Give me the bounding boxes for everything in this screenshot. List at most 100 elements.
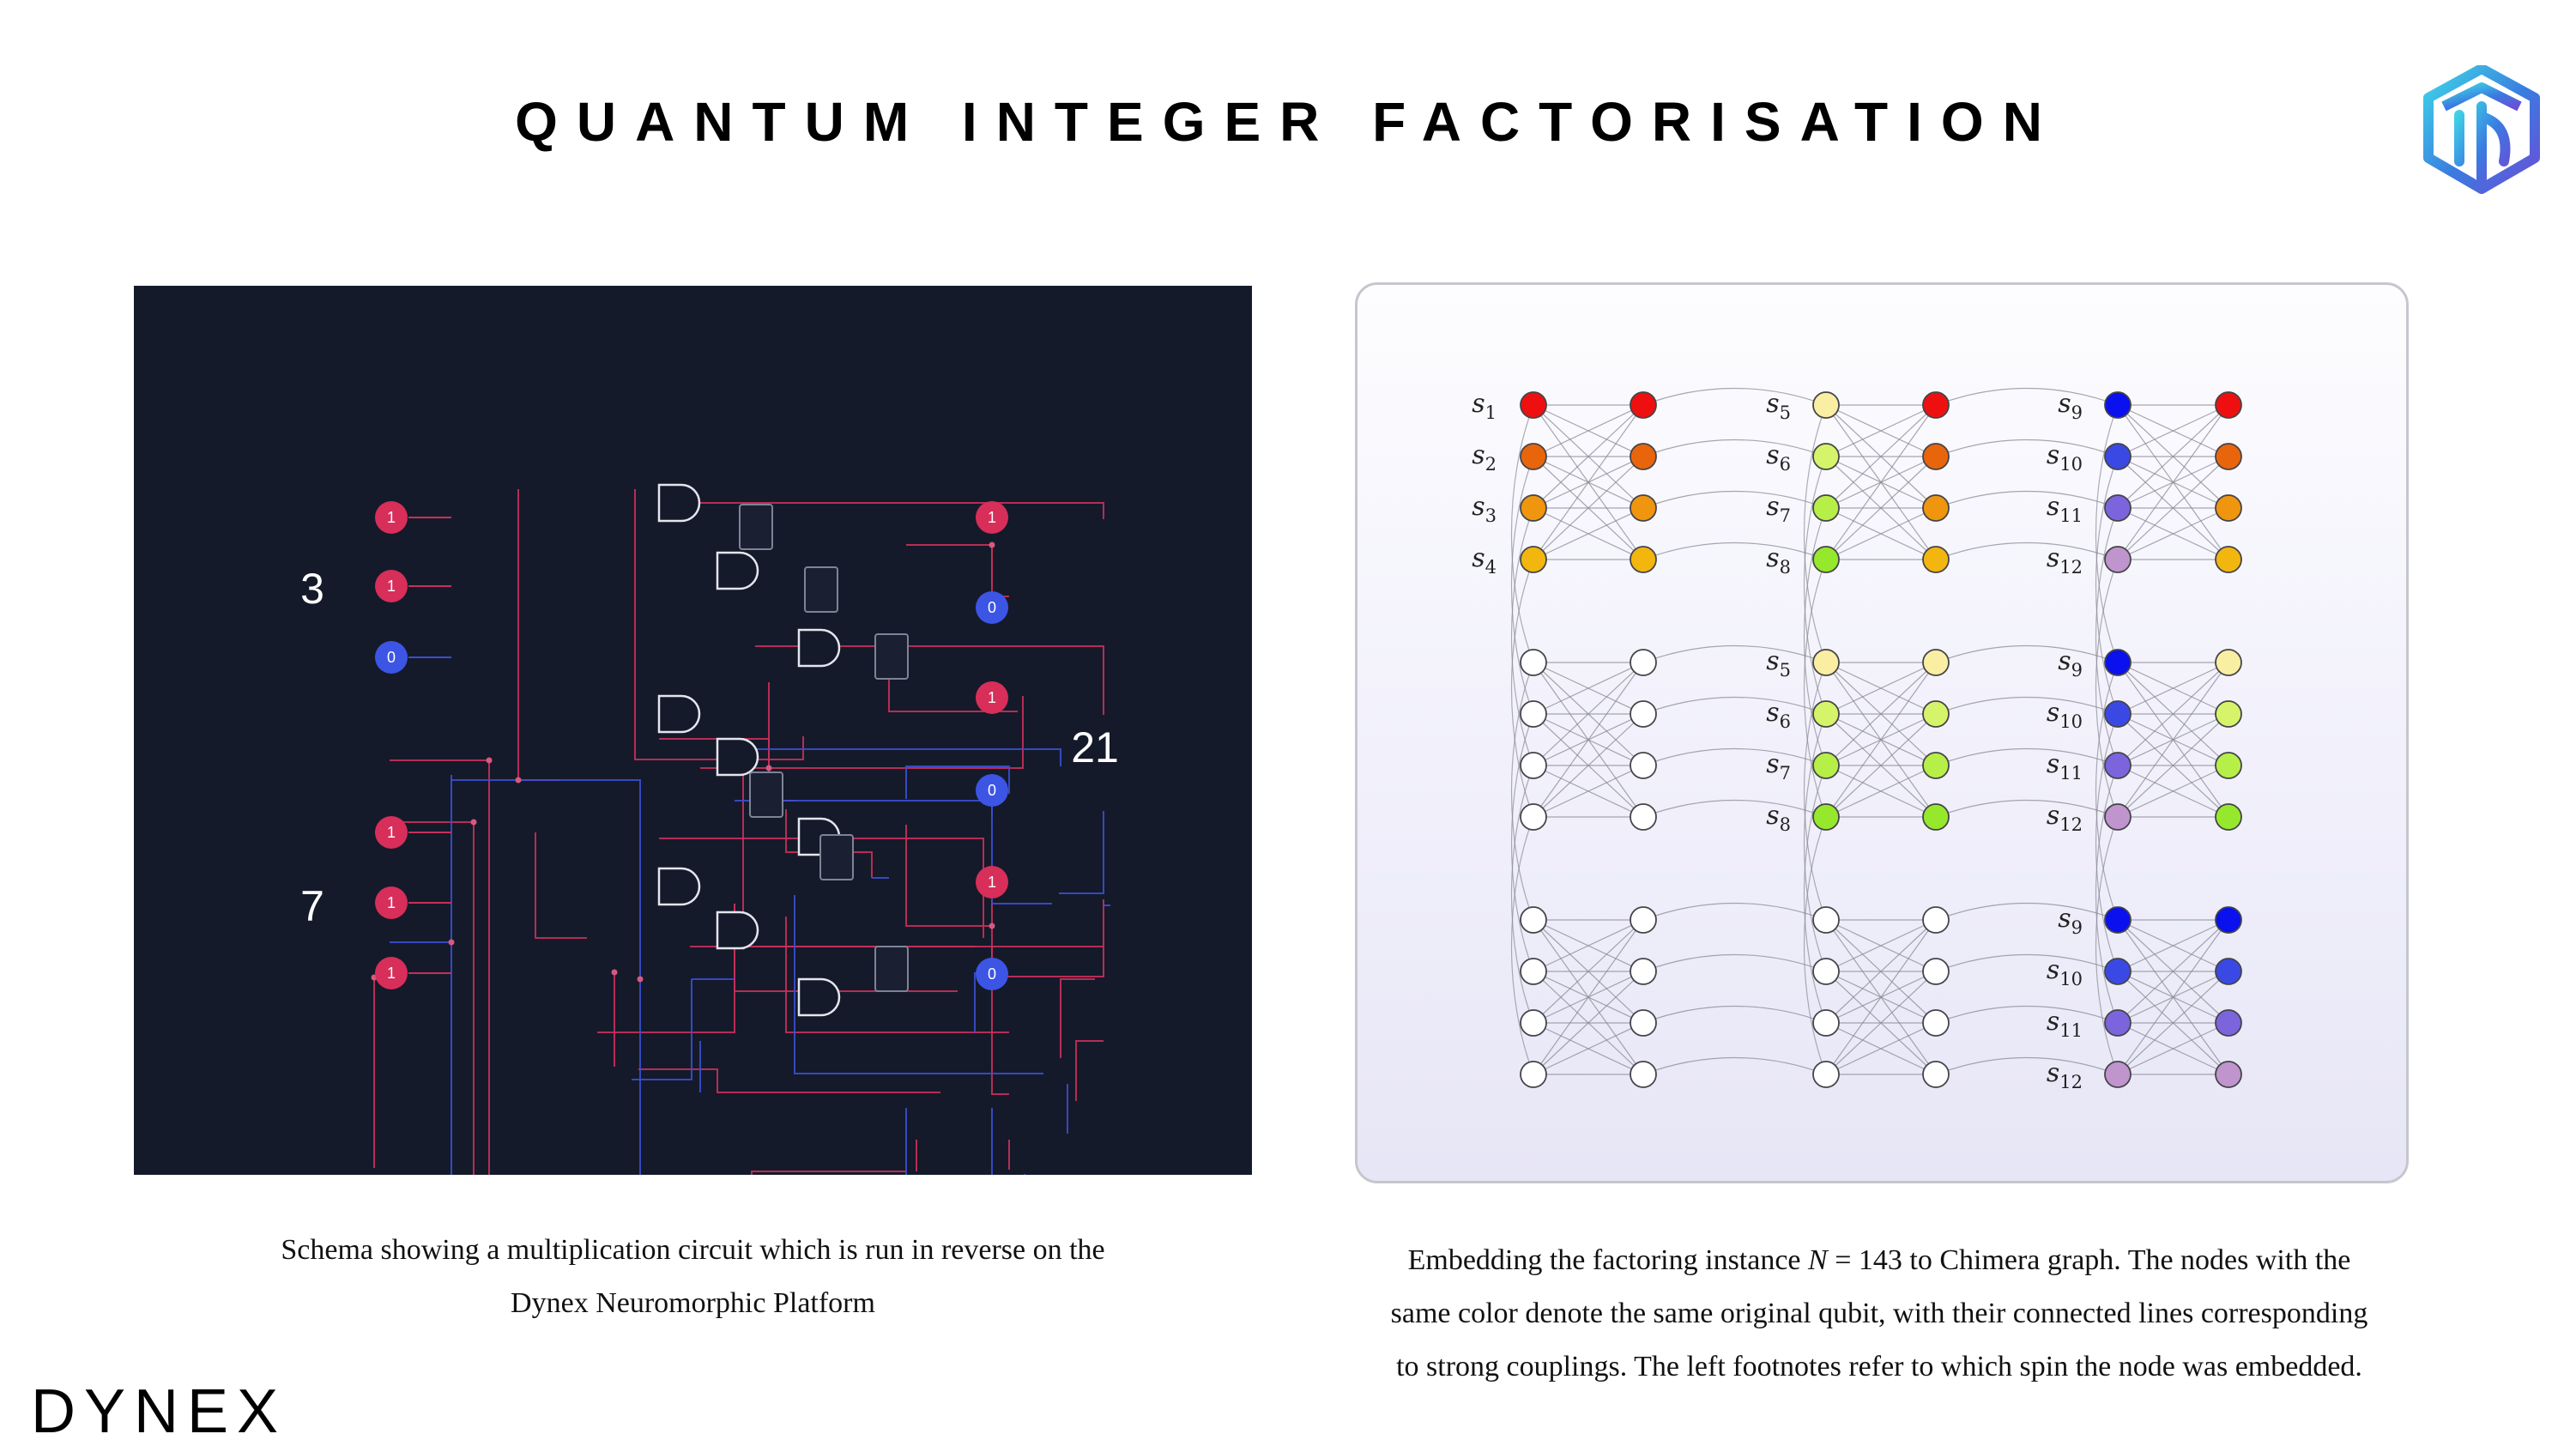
qubit-node (2215, 958, 2242, 985)
circuit-wire (991, 1108, 993, 1175)
coupling-edge (1533, 765, 1644, 818)
input-bit-a-label: 1 (387, 509, 396, 526)
qubit-node (1812, 546, 1840, 573)
input-bit-b-label: 1 (387, 965, 396, 982)
coupling-edge (1825, 404, 1937, 509)
qubit-node (2104, 546, 2132, 573)
spin-label: s11 (2047, 492, 2083, 526)
coupling-edge (1510, 559, 1534, 818)
qubit-node (1812, 803, 1840, 831)
coupling-edge (1510, 816, 1534, 1075)
coupling-edge (1825, 662, 1937, 715)
qubit-node (2104, 443, 2132, 470)
qubit-node (2215, 1009, 2242, 1037)
qubit-node (2104, 803, 2132, 831)
coupling-edge (1533, 919, 1644, 1075)
qubit-node (2104, 391, 2132, 419)
coupling-edge (1935, 1056, 2119, 1075)
circuit-wire (905, 1108, 907, 1175)
spin-label: s1 (1472, 389, 1497, 423)
circuit-wire (451, 779, 641, 1175)
wire-junction (765, 765, 772, 771)
qubit-node (2104, 958, 2132, 985)
output-bit (976, 958, 1008, 990)
coupling-edge (1510, 713, 1534, 972)
spin-label: s6 (1766, 698, 1791, 732)
coupling-edge (1803, 456, 1827, 715)
qubit-node (1922, 443, 1950, 470)
coupling-edge (2095, 765, 2119, 1024)
spin-label: s8 (1766, 543, 1791, 578)
coupling-edge (1510, 662, 1534, 921)
coupling-edge (2117, 456, 2229, 560)
coupling-edge (2117, 404, 2229, 509)
output-bit (976, 501, 1008, 534)
coupling-edge (1825, 919, 1937, 1075)
coupling-edge (1935, 902, 2119, 921)
right-caption: Embedding the factoring instance N = 143… (1355, 1234, 2404, 1394)
qubit-node (1630, 1009, 1657, 1037)
input-bit-a-label: 0 (387, 649, 396, 666)
adder-block (804, 566, 838, 613)
qubit-node (1520, 1009, 1547, 1037)
dynex-brand-logo: DYNEX (31, 1377, 287, 1446)
qubit-node (1630, 803, 1657, 831)
left-caption-line-2: Dynex Neuromorphic Platform (511, 1287, 875, 1319)
qubit-node (1812, 958, 1840, 985)
qubit-node (1812, 752, 1840, 779)
spin-label: s9 (2058, 646, 2083, 681)
qubit-node (1922, 1061, 1950, 1088)
qubit-node (2104, 700, 2132, 728)
spin-label: s5 (1766, 389, 1791, 423)
coupling-edge (1825, 1022, 1937, 1075)
qubit-node (1630, 546, 1657, 573)
spin-label: s11 (2047, 749, 2083, 783)
output-bit (976, 681, 1008, 714)
qubit-node (1630, 443, 1657, 470)
coupling-edge (1642, 696, 1827, 715)
qubit-node (1812, 906, 1840, 934)
qubit-node (2215, 443, 2242, 470)
spin-label: s4 (1472, 543, 1497, 578)
coupling-edge (2095, 404, 2119, 663)
circuit-wire (1059, 811, 1104, 894)
circuit-wire (700, 696, 1024, 769)
coupling-edge (1642, 644, 1827, 663)
chimera-graph-diagram: s1s2s3s4s5s6s7s8s9s10s11s12s5s6s7s8s9s10… (1472, 387, 2242, 1092)
qubit-node (2104, 1061, 2132, 1088)
spin-label: s12 (2047, 801, 2083, 835)
coupling-edge (2117, 662, 2229, 818)
coupling-edge (1803, 404, 1827, 663)
circuit-wire (991, 899, 1104, 977)
circuit-wire (700, 502, 1104, 519)
coupling-edge (1803, 816, 1827, 1075)
coupling-edge (2095, 559, 2119, 818)
coupling-edge (1510, 404, 1534, 663)
circuit-wire (735, 800, 1052, 904)
qubit-node (1812, 494, 1840, 522)
qubit-node (1520, 1061, 1547, 1088)
spin-label: s7 (1766, 749, 1791, 783)
and-gate-icon (797, 977, 841, 1017)
circuit-wire (906, 544, 1009, 597)
qubit-node (1922, 803, 1950, 831)
coupling-edge (1803, 507, 1827, 766)
output-bit-label: 0 (988, 782, 996, 799)
coupling-edge (1825, 404, 1937, 457)
coupling-edge (1825, 662, 1937, 818)
qubit-node (1630, 391, 1657, 419)
spin-label: s2 (1472, 440, 1497, 475)
number-b: 7 (300, 882, 324, 930)
spin-label: s8 (1766, 801, 1791, 835)
coupling-edge (1642, 541, 1827, 560)
input-bit-b-label: 1 (387, 824, 396, 841)
qubit-node (1922, 494, 1950, 522)
coupling-edge (1533, 919, 1644, 1024)
left-caption: Schema showing a multiplication circuit … (134, 1224, 1252, 1330)
qubit-node (1812, 1061, 1840, 1088)
coupling-edge (1642, 799, 1827, 818)
qubit-node (1922, 906, 1950, 934)
coupling-edge (1803, 765, 1827, 1024)
coupling-edge (2095, 713, 2119, 972)
